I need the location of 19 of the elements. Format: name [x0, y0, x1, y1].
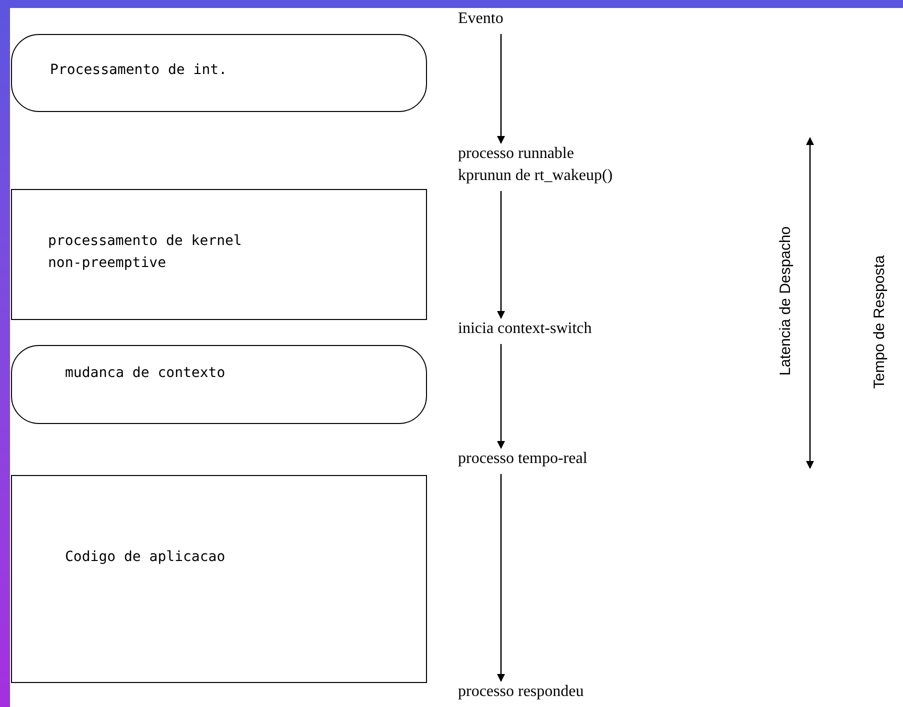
- axis-label: Latencia de Despacho: [777, 225, 795, 378]
- rounded-box: [11, 345, 427, 424]
- step-text: inicia context-switch: [458, 318, 633, 344]
- process-box: [11, 189, 427, 320]
- axis-label: Tempo de Resposta: [871, 254, 889, 391]
- step-text: processo runnable kprunun de rt_wakeup(): [458, 143, 628, 191]
- box-label: Processamento de int.: [50, 61, 228, 80]
- box-label: processamento de kernel non-preemptive: [48, 232, 243, 273]
- step-text: processo respondeu: [458, 681, 623, 707]
- step-text: processo tempo-real: [458, 448, 623, 474]
- process-box: [11, 475, 427, 683]
- arrow: [497, 191, 505, 319]
- arrow: [497, 344, 505, 449]
- arrow: [497, 34, 505, 144]
- rounded-box: [11, 34, 427, 112]
- step-text: Evento: [458, 8, 518, 34]
- box-label: Codigo de aplicacao: [65, 548, 226, 567]
- arrow: [497, 474, 505, 682]
- box-label: mudanca de contexto: [65, 364, 226, 383]
